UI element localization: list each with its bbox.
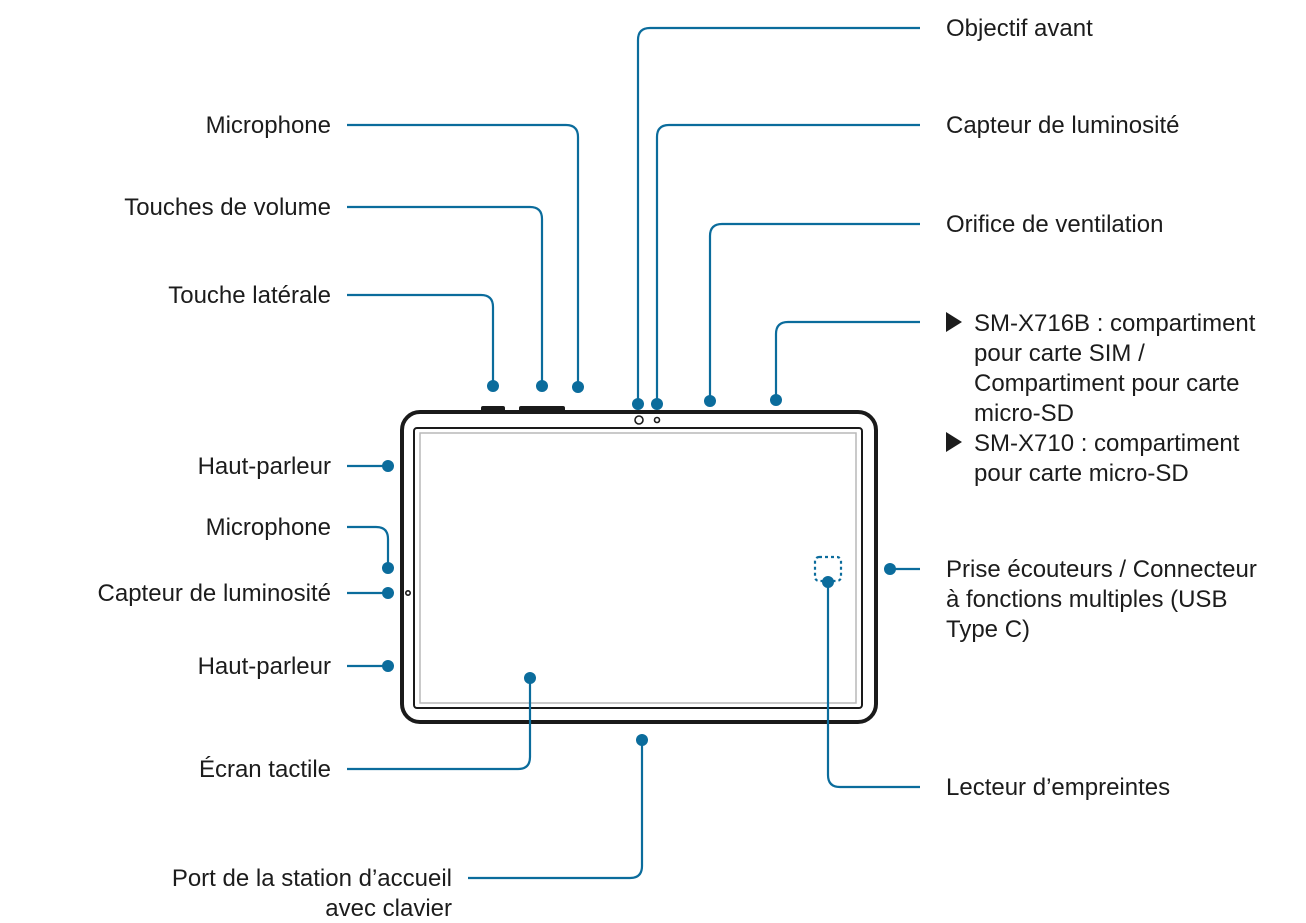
bullet-triangle-icon: [946, 432, 962, 452]
label-tray-1-line2: pour carte SIM /: [974, 340, 1145, 367]
volume-keys-button: [519, 406, 565, 412]
leader-lines: [347, 26, 920, 880]
label-tray-1-line4: micro-SD: [974, 400, 1074, 427]
label-front-lens: Objectif avant: [946, 15, 1093, 42]
label-tray-2-line1: SM-X710 : compartiment: [974, 430, 1240, 457]
label-jack-line2: à fonctions multiples (USB: [946, 586, 1227, 613]
label-dock-line2: avec clavier: [325, 895, 452, 922]
side-key-button: [481, 406, 505, 412]
label-vent: Orifice de ventilation: [946, 211, 1163, 238]
light-sensor-top-icon: [653, 416, 661, 424]
label-volume-keys: Touches de volume: [124, 194, 331, 221]
screen-inner-border: [419, 432, 857, 704]
label-microphone-top: Microphone: [206, 112, 331, 139]
label-speaker-top: Haut-parleur: [198, 453, 331, 480]
label-side-key: Touche latérale: [168, 282, 331, 309]
touch-screen-area: [413, 427, 863, 709]
label-tray-1-line1: SM-X716B : compartiment: [974, 310, 1256, 337]
label-tray-1-line3: Compartiment pour carte: [974, 370, 1239, 397]
label-light-sensor-top: Capteur de luminosité: [946, 112, 1179, 139]
label-dock-line1: Port de la station d’accueil: [172, 865, 452, 892]
label-jack-line3: Type C): [946, 616, 1030, 643]
label-microphone-side: Microphone: [206, 514, 331, 541]
label-light-sensor-side: Capteur de luminosité: [98, 580, 331, 607]
tablet-device: [400, 406, 878, 724]
label-fingerprint: Lecteur d’empreintes: [946, 774, 1170, 801]
bullet-triangle-icon: [946, 312, 962, 332]
front-camera-icon: [634, 415, 644, 425]
light-sensor-side-icon: [404, 589, 411, 596]
label-tray-2-line2: pour carte micro-SD: [974, 460, 1189, 487]
label-jack-line1: Prise écouteurs / Connecteur: [946, 556, 1257, 583]
label-touchscreen: Écran tactile: [199, 756, 331, 783]
label-speaker-bottom: Haut-parleur: [198, 653, 331, 680]
